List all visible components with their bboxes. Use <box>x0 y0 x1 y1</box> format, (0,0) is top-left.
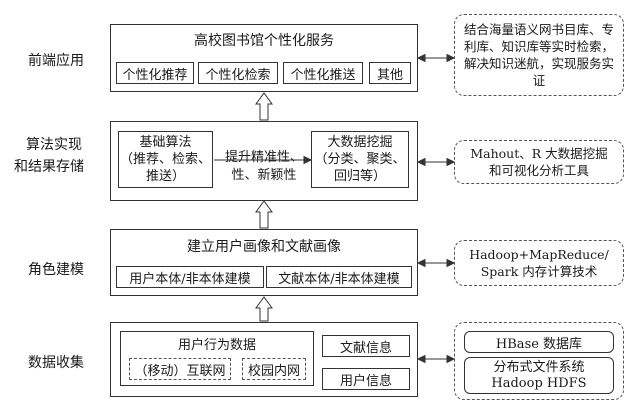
internet-source: （移动）互联网 <box>129 358 231 380</box>
bigdata-mining-line2: （分类、聚类、 <box>314 152 406 167</box>
up-arrow-2 <box>255 200 273 229</box>
behavior-data-title: 用户行为数据 <box>177 337 256 353</box>
item-personalized-search: 个性化检索 <box>198 62 278 84</box>
hadoop-hdfs-line1: 分布式文件系统 <box>493 359 585 375</box>
campus-network-source: 校园内网 <box>242 358 306 380</box>
item-personalized-push: 个性化推送 <box>283 62 363 84</box>
hadoop-hdfs-line2: Hadoop HDFS <box>491 375 587 391</box>
item-other: 其他 <box>369 62 411 84</box>
bigdata-mining-line3: 回归等） <box>333 169 386 184</box>
basic-algorithm-box: 基础算法 （推荐、检索、 推送） <box>118 131 213 188</box>
user-info-box: 用户信息 <box>322 368 410 390</box>
basic-algorithm-line3: 推送） <box>145 169 185 184</box>
basic-algorithm-title: 基础算法 <box>139 135 192 150</box>
modeling-note-line2: Spark 内存计算技术 <box>480 264 598 279</box>
up-arrow-3 <box>255 296 273 322</box>
up-arrow-1 <box>255 92 273 121</box>
modeling-title: 建立用户画像和文献画像 <box>187 239 341 255</box>
improve-text-line1: 提升精准性、 <box>224 150 303 165</box>
modeling-note: Hadoop+MapReduce/ Spark 内存计算技术 <box>454 240 624 286</box>
literature-ontology-modeling: 文献本体/非本体建模 <box>266 266 412 288</box>
layer-label-algorithm: 算法实现 和结果存储 <box>14 134 84 178</box>
bigdata-mining-box: 大数据挖掘 （分类、聚类、 回归等） <box>311 131 409 188</box>
basic-algorithm-line2: （推荐、检索、 <box>119 152 211 167</box>
algorithm-note-line2: 和可视化分析工具 <box>488 163 589 178</box>
user-ontology-modeling: 用户本体/非本体建模 <box>116 266 264 288</box>
layer-label-algorithm-line2: 和结果存储 <box>14 159 84 175</box>
item-personalized-recommend: 个性化推荐 <box>116 62 194 84</box>
improve-text-line2: 性、新颖性 <box>231 168 297 183</box>
literature-info-box: 文献信息 <box>322 335 410 357</box>
layer-label-algorithm-line1: 算法实现 <box>26 137 82 153</box>
frontend-title: 高校图书馆个性化服务 <box>194 33 334 49</box>
hbase-database: HBase 数据库 <box>464 331 614 353</box>
improve-text: 提升精准性、 性、新颖性 <box>224 149 304 185</box>
hadoop-hdfs: 分布式文件系统 Hadoop HDFS <box>464 357 614 394</box>
bigdata-mining-title: 大数据挖掘 <box>327 135 393 150</box>
layer-label-modeling: 角色建模 <box>28 262 84 278</box>
frontend-note: 结合海量语义网书目库、专利库、知识库等实时检索，解决知识迷航，实现服务实证 <box>454 14 624 96</box>
algorithm-note-line1: Mahout、R 大数据挖掘 <box>470 146 608 161</box>
layer-label-frontend: 前端应用 <box>28 53 84 69</box>
layer-label-collection: 数据收集 <box>28 355 84 371</box>
modeling-note-line1: Hadoop+MapReduce/ <box>469 247 609 262</box>
algorithm-note: Mahout、R 大数据挖掘 和可视化分析工具 <box>454 140 624 184</box>
